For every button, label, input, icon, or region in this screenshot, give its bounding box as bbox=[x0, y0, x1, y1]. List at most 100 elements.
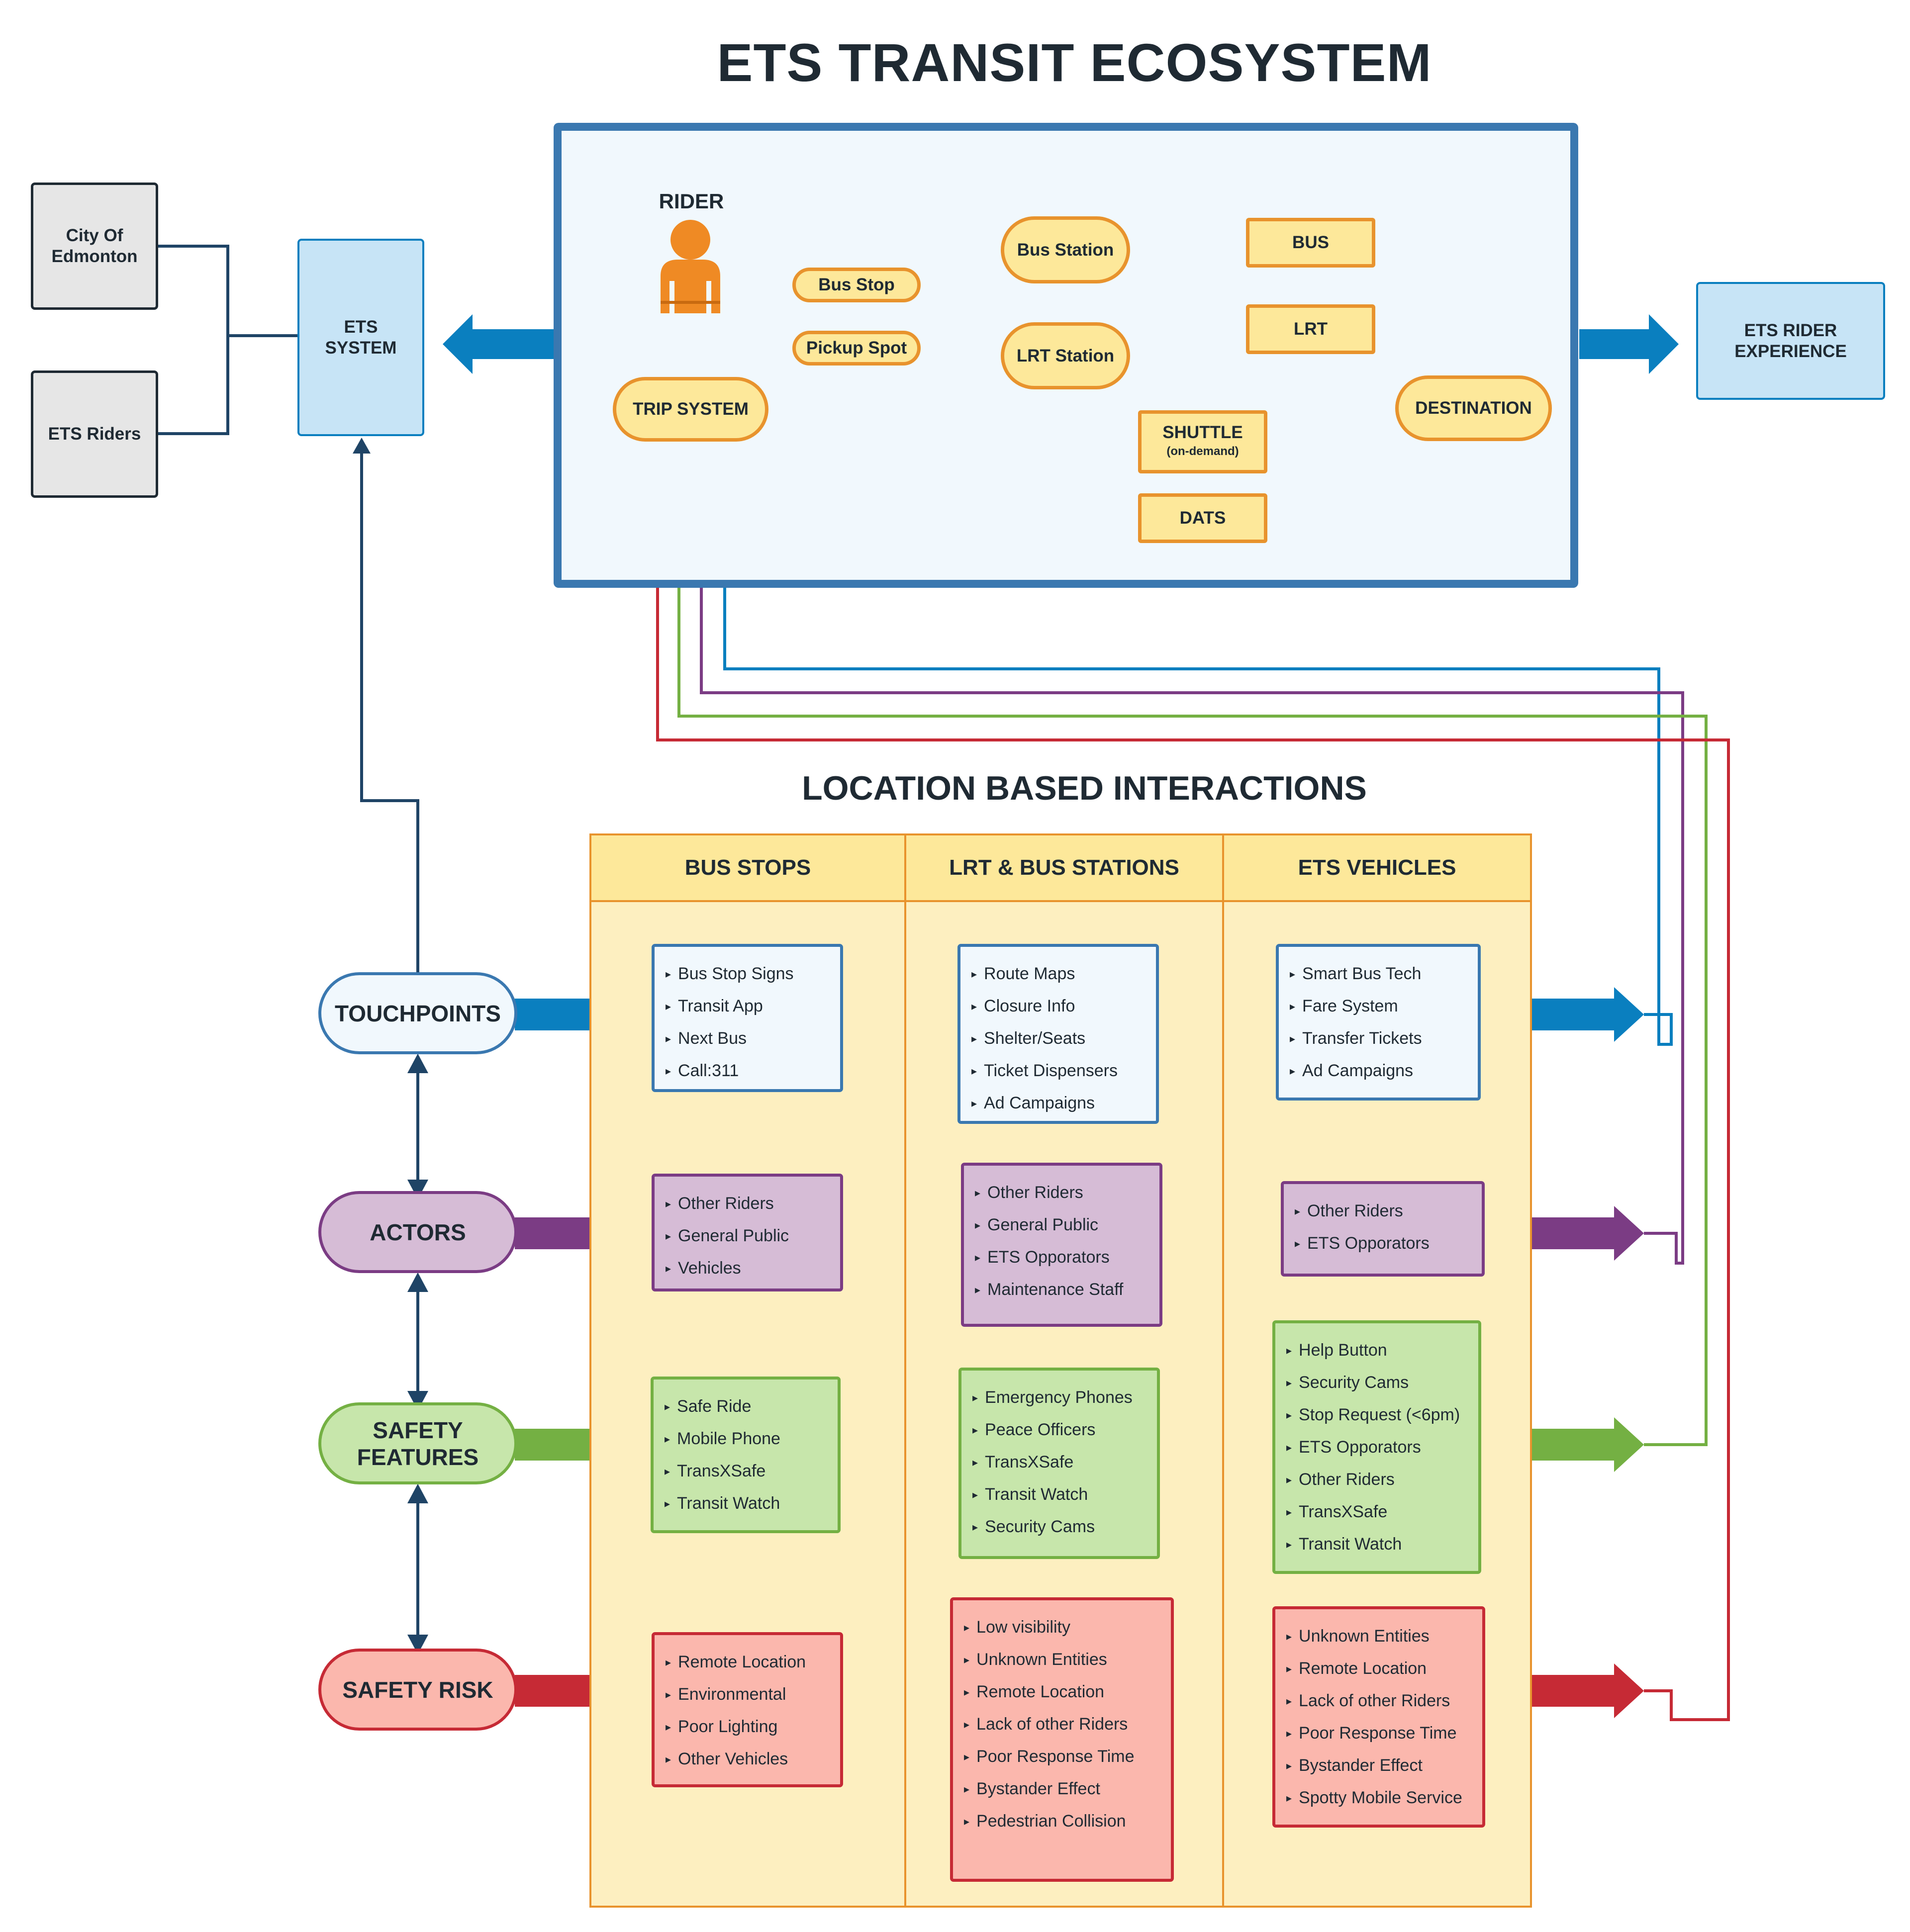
list-item: Other Vehicles bbox=[666, 1743, 830, 1775]
list-item: Spotty Mobile Service bbox=[1286, 1782, 1472, 1814]
system-label: ETS SYSTEM bbox=[325, 317, 397, 358]
list-item: Unknown Entities bbox=[1286, 1620, 1472, 1653]
lrt-station-node: LRT Station bbox=[1001, 322, 1130, 389]
ets-riders-box: ETS Riders bbox=[31, 370, 158, 498]
lane-connectors bbox=[407, 1053, 428, 1655]
list-item: Other Riders bbox=[666, 1188, 830, 1220]
bus-node: BUS bbox=[1246, 218, 1375, 268]
list-item: Bystander Effect bbox=[964, 1773, 1161, 1805]
list-item: TransXSafe bbox=[1286, 1496, 1468, 1528]
list-item: General Public bbox=[666, 1220, 830, 1252]
list-item: Remote Location bbox=[964, 1676, 1161, 1708]
list-item: TransXSafe bbox=[665, 1455, 828, 1487]
ets-rider-experience-box: ETS RIDER EXPERIENCE bbox=[1696, 282, 1885, 400]
ecosystem-right-arrow bbox=[1579, 314, 1679, 374]
bus-station-node: Bus Station bbox=[1001, 216, 1130, 283]
shuttle-node: SHUTTLE (on-demand) bbox=[1138, 410, 1267, 473]
lane-label-safety-features: SAFETY FEATURES bbox=[318, 1402, 517, 1484]
touchpoints-vehicles-card: Smart Bus Tech Fare System Transfer Tick… bbox=[1276, 944, 1481, 1101]
actors-stations-card: Other Riders General Public ETS Opporato… bbox=[961, 1163, 1162, 1327]
list-item: Help Button bbox=[1286, 1334, 1468, 1367]
list-item: Maintenance Staff bbox=[975, 1274, 1149, 1306]
features-stations-card: Emergency Phones Peace Officers TransXSa… bbox=[958, 1368, 1160, 1559]
list-item: Environmental bbox=[666, 1678, 830, 1711]
column-header-bus-stops: BUS STOPS bbox=[589, 833, 906, 902]
list-item: Lack of other Riders bbox=[964, 1708, 1161, 1741]
column-header-stations: LRT & BUS STATIONS bbox=[904, 833, 1224, 902]
list-item: ETS Opporators bbox=[1286, 1431, 1468, 1464]
list-item: Call:311 bbox=[666, 1055, 830, 1087]
safety-features-text: SAFETY FEATURES bbox=[357, 1417, 479, 1470]
list-item: Fare System bbox=[1290, 990, 1468, 1022]
experience-label: ETS RIDER EXPERIENCE bbox=[1734, 320, 1847, 361]
list-item: Transit Watch bbox=[1286, 1528, 1468, 1561]
list-item: Other Riders bbox=[1286, 1464, 1468, 1496]
lane-label-safety-risk: SAFETY RISK bbox=[318, 1649, 517, 1731]
destination-node: DESTINATION bbox=[1395, 375, 1552, 441]
list-item: Shelter/Seats bbox=[971, 1022, 1146, 1055]
list-item: Closure Info bbox=[971, 990, 1146, 1022]
list-item: Transfer Tickets bbox=[1290, 1022, 1468, 1055]
list-item: Remote Location bbox=[1286, 1653, 1472, 1685]
list-item: TransXSafe bbox=[972, 1446, 1147, 1478]
city-of-edmonton-box: City Of Edmonton bbox=[31, 183, 158, 310]
shuttle-note: (on-demand) bbox=[1166, 444, 1239, 458]
features-vehicles-card: Help Button Security Cams Stop Request (… bbox=[1272, 1320, 1481, 1574]
list-item: Security Cams bbox=[1286, 1367, 1468, 1399]
list-item: Transit App bbox=[666, 990, 830, 1022]
list-item: Transit Watch bbox=[972, 1478, 1147, 1511]
list-item: Lack of other Riders bbox=[1286, 1685, 1472, 1717]
page-title: ETS TRANSIT ECOSYSTEM bbox=[717, 32, 1432, 92]
touchpoints-to-system-line bbox=[360, 450, 419, 975]
location-section-title: LOCATION BASED INTERACTIONS bbox=[802, 769, 1367, 807]
actors-bus-stops-card: Other Riders General Public Vehicles bbox=[652, 1174, 843, 1291]
list-item: Bus Stop Signs bbox=[666, 958, 830, 990]
list-item: General Public bbox=[975, 1209, 1149, 1241]
list-item: Peace Officers bbox=[972, 1414, 1147, 1446]
trip-system-node: TRIP SYSTEM bbox=[613, 377, 768, 442]
risk-stations-card: Low visibility Unknown Entities Remote L… bbox=[950, 1597, 1174, 1882]
list-item: Emergency Phones bbox=[972, 1381, 1147, 1414]
list-item: Poor Lighting bbox=[666, 1711, 830, 1743]
list-item: Ticket Dispensers bbox=[971, 1055, 1146, 1087]
risk-bus-stops-card: Remote Location Environmental Poor Light… bbox=[652, 1632, 843, 1787]
rider-label: RIDER bbox=[659, 189, 724, 213]
ets-system-box: ETS SYSTEM bbox=[297, 239, 424, 436]
rider-person-icon bbox=[661, 220, 720, 313]
column-divider bbox=[1222, 833, 1224, 1908]
list-item: Stop Request (<6pm) bbox=[1286, 1399, 1468, 1431]
list-item: Next Bus bbox=[666, 1022, 830, 1055]
features-bus-stops-card: Safe Ride Mobile Phone TransXSafe Transi… bbox=[651, 1377, 841, 1533]
column-header-vehicles: ETS VEHICLES bbox=[1222, 833, 1532, 902]
list-item: Smart Bus Tech bbox=[1290, 958, 1468, 990]
lane-label-touchpoints: TOUCHPOINTS bbox=[318, 972, 517, 1054]
list-item: Bystander Effect bbox=[1286, 1749, 1472, 1782]
list-item: Poor Response Time bbox=[964, 1741, 1161, 1773]
touchpoints-stations-card: Route Maps Closure Info Shelter/Seats Ti… bbox=[957, 944, 1159, 1124]
list-item: Unknown Entities bbox=[964, 1644, 1161, 1676]
list-item: Ad Campaigns bbox=[971, 1087, 1146, 1119]
lane-label-actors: ACTORS bbox=[318, 1191, 517, 1273]
touchpoints-bus-stops-card: Bus Stop Signs Transit App Next Bus Call… bbox=[652, 944, 843, 1092]
list-item: Pedestrian Collision bbox=[964, 1805, 1161, 1838]
pickup-spot-node: Pickup Spot bbox=[792, 331, 921, 366]
list-item: Vehicles bbox=[666, 1252, 830, 1285]
risk-vehicles-card: Unknown Entities Remote Location Lack of… bbox=[1272, 1606, 1485, 1828]
shuttle-label: SHUTTLE bbox=[1162, 422, 1243, 442]
actors-vehicles-card: Other Riders ETS Opporators bbox=[1281, 1181, 1485, 1277]
list-item: Other Riders bbox=[1295, 1195, 1472, 1227]
lrt-node: LRT bbox=[1246, 304, 1375, 354]
list-item: ETS Opporators bbox=[975, 1241, 1149, 1274]
city-label: City Of Edmonton bbox=[51, 226, 138, 266]
list-item: Remote Location bbox=[666, 1646, 830, 1678]
list-item: ETS Opporators bbox=[1295, 1227, 1472, 1260]
riders-label: ETS Riders bbox=[48, 424, 141, 444]
list-item: Route Maps bbox=[971, 958, 1146, 990]
list-item: Transit Watch bbox=[665, 1487, 828, 1520]
bus-stop-node: Bus Stop bbox=[792, 268, 921, 302]
ecosystem-left-arrow bbox=[443, 314, 555, 374]
dats-node: DATS bbox=[1138, 493, 1267, 543]
list-item: Low visibility bbox=[964, 1611, 1161, 1644]
list-item: Security Cams bbox=[972, 1511, 1147, 1543]
